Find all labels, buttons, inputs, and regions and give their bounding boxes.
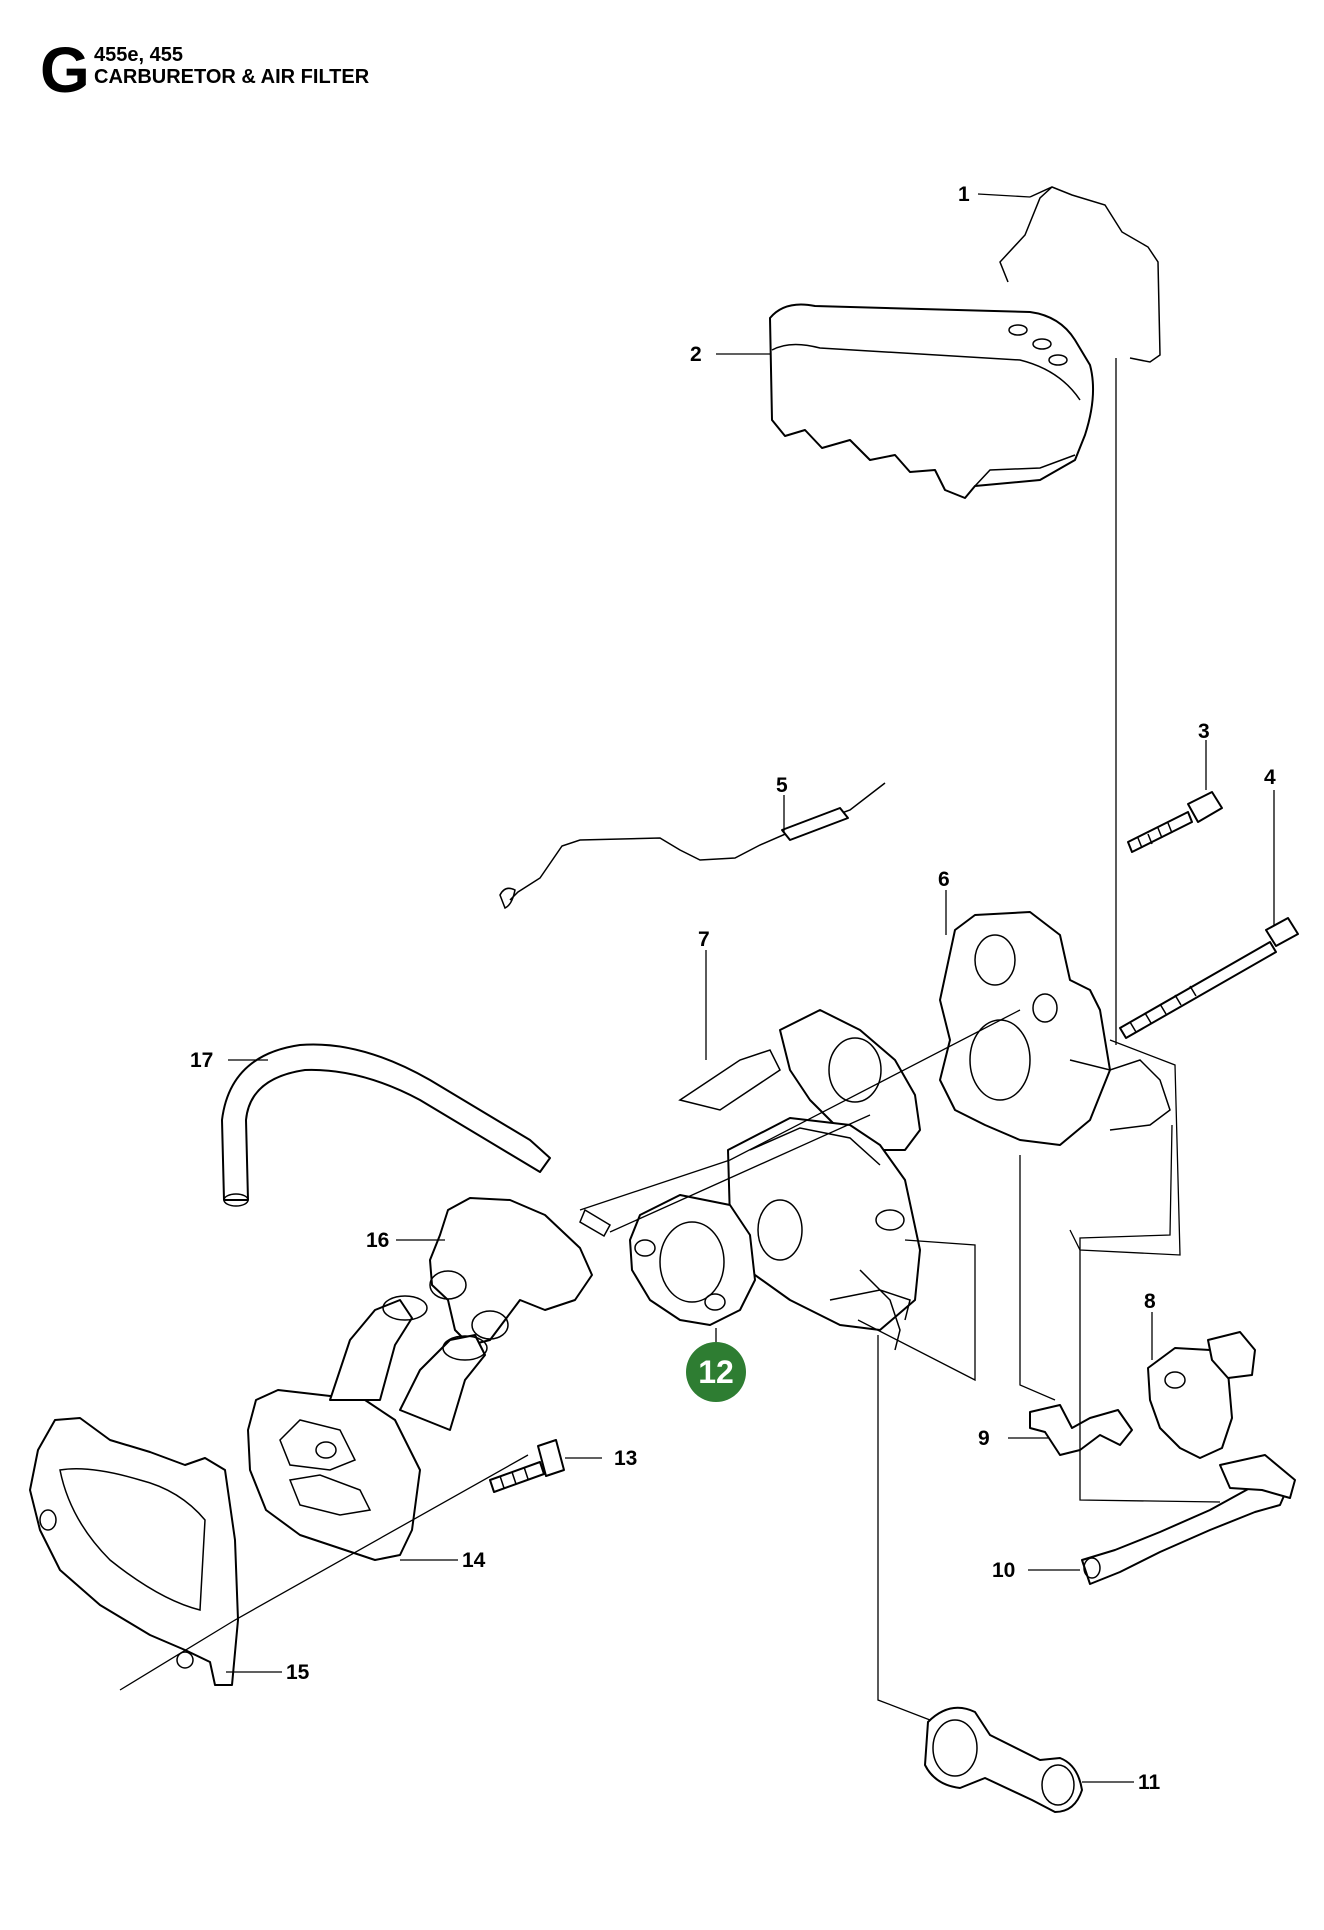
assembly-guide-lines	[119, 358, 1221, 1721]
callout-9[interactable]: 9	[978, 1427, 990, 1450]
callout-2[interactable]: 2	[690, 343, 702, 366]
leader-1	[977, 193, 1031, 198]
part-1-wire-clip[interactable]	[999, 186, 1161, 363]
part-12-insulator-flange[interactable]	[629, 1194, 756, 1326]
part-10-throttle-trigger[interactable]	[1081, 1454, 1296, 1585]
part-17-fuel-hose[interactable]	[221, 1043, 551, 1207]
callout-1[interactable]: 1	[958, 183, 970, 206]
part-5-throttle-rod[interactable]	[499, 782, 886, 909]
section-letter: G	[40, 34, 90, 106]
callout-6[interactable]: 6	[938, 868, 950, 891]
part-6-intake-body[interactable]	[939, 911, 1171, 1146]
callout-17[interactable]: 17	[190, 1049, 213, 1072]
carburetor-body[interactable]	[727, 1117, 921, 1351]
callout-7[interactable]: 7	[698, 928, 710, 951]
page-title: CARBURETOR & AIR FILTER	[94, 66, 370, 88]
callout-8[interactable]: 8	[1144, 1290, 1156, 1313]
callout-14[interactable]: 14	[462, 1549, 486, 1572]
callout-16[interactable]: 16	[366, 1229, 389, 1252]
callout-10[interactable]: 10	[992, 1559, 1015, 1582]
callout-4[interactable]: 4	[1264, 766, 1276, 789]
callout-13[interactable]: 13	[614, 1447, 637, 1470]
callout-15[interactable]: 15	[286, 1661, 310, 1684]
callout-3[interactable]: 3	[1198, 720, 1210, 743]
part-7-gasket[interactable]	[678, 1009, 921, 1151]
part-14-intake-manifold[interactable]	[247, 1295, 488, 1561]
part-9-spring-clip[interactable]	[1029, 1404, 1133, 1456]
part-16-fuel-fitting[interactable]	[429, 1197, 612, 1346]
part-2-air-filter-cover[interactable]	[769, 303, 1094, 499]
callout-12[interactable]: 12	[698, 1354, 734, 1390]
part-13-screw[interactable]	[489, 1439, 565, 1493]
callout-5[interactable]: 5	[776, 774, 788, 797]
model-label: 455e, 455	[94, 44, 183, 66]
part-15-gasket-plate[interactable]	[29, 1417, 239, 1686]
part-11-grommet[interactable]	[924, 1706, 1083, 1813]
part-4-long-screw[interactable]	[1119, 917, 1299, 1039]
part-3-screw[interactable]	[1127, 791, 1223, 853]
callout-12-badge[interactable]	[686, 1342, 746, 1402]
part-8-choke-lever[interactable]	[1147, 1331, 1256, 1459]
callout-11[interactable]: 11	[1138, 1771, 1161, 1794]
